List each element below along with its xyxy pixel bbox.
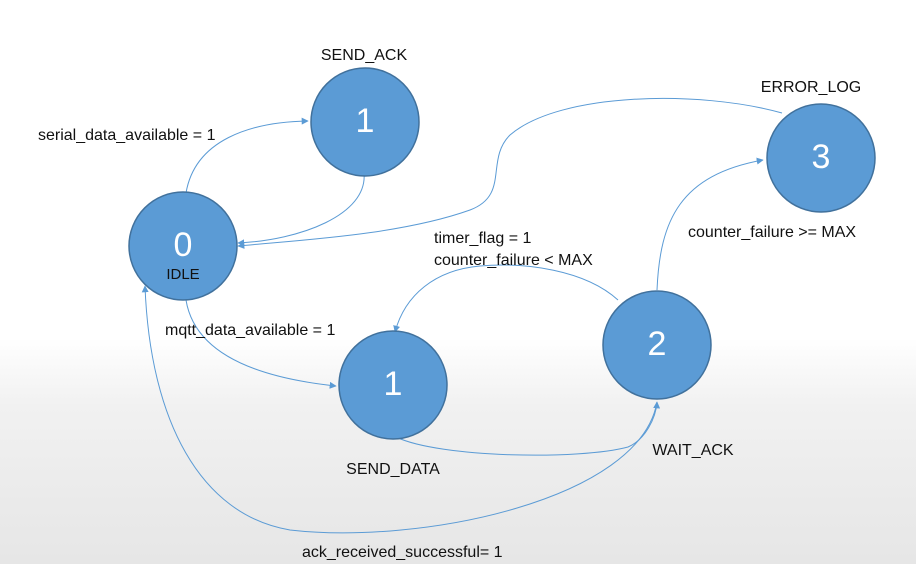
state-circle [128,191,238,301]
state-send-data: 1 SEND_DATA [338,330,448,478]
state-idle: 0 IDLE [128,191,238,301]
edge-error-log-to-idle [237,97,783,249]
state-name: ERROR_LOG [761,79,861,96]
state-circle [766,103,876,213]
state-name: IDLE [166,266,199,283]
state-number: 1 [384,365,403,403]
edge-send-data-to-wait-ack [395,401,661,456]
label-ack-received-successful: ack_received_successful= 1 [302,544,503,561]
edge-wait-ack-to-send-data [393,264,619,333]
state-number: 2 [648,325,667,363]
label-counter-failure-lt-max: counter_failure < MAX [434,252,593,269]
state-number: 3 [812,138,831,176]
state-circle [602,290,712,400]
state-wait-ack: 2 WAIT_ACK [602,290,734,459]
edge-wait-ack-to-error-log [656,157,764,291]
edge-idle-to-send-ack [185,117,309,194]
state-number: 1 [356,102,375,140]
label-mqtt-data-available: mqtt_data_available = 1 [165,322,335,339]
state-circle [338,330,448,440]
edge-send-ack-to-idle [237,172,365,247]
label-timer-flag: timer_flag = 1 [434,230,531,247]
state-name: SEND_ACK [321,47,408,64]
label-serial-data-available: serial_data_available = 1 [38,127,216,144]
state-error-log: 3 ERROR_LOG [761,79,876,213]
state-circle [310,67,420,177]
edge-idle-to-send-data [185,299,337,389]
state-send-ack: 1 SEND_ACK [310,47,420,177]
state-name: WAIT_ACK [652,442,734,459]
label-counter-failure-ge-max: counter_failure >= MAX [688,224,856,241]
state-name: SEND_DATA [346,461,440,478]
state-number: 0 [174,226,193,264]
edge-wait-ack-to-idle [141,285,658,534]
